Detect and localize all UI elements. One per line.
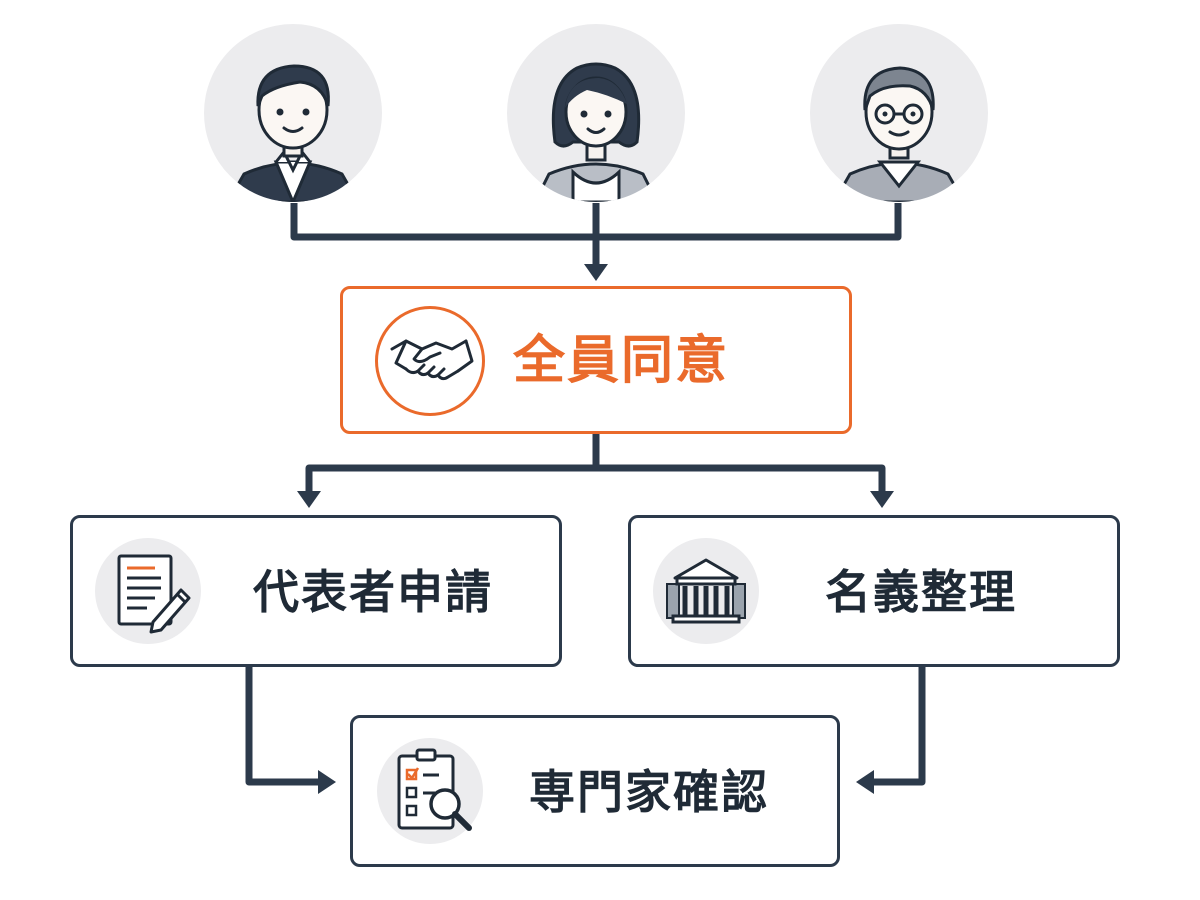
checklist-magnifier-icon (377, 738, 483, 844)
representative-application-label: 代表者申請 (253, 565, 493, 619)
arrowhead-right-branch (870, 491, 894, 508)
arrowhead-final-right (856, 770, 874, 794)
arrowhead-consensus (584, 264, 608, 281)
bank-building-icon (653, 538, 759, 644)
document-pen-icon (95, 538, 201, 644)
connector-right-to-final (870, 666, 926, 786)
consensus-label: 全員同意 (513, 331, 730, 391)
arrowhead-final-left (318, 770, 336, 794)
avatar-man-suit (204, 24, 382, 202)
representative-application-box: 代表者申請 (70, 515, 562, 667)
avatar-elder-glasses (810, 24, 988, 202)
title-transfer-box: 名義整理 (628, 515, 1120, 667)
handshake-icon (375, 306, 485, 416)
title-transfer-label: 名義整理 (825, 565, 1017, 619)
consensus-box: 全員同意 (340, 286, 852, 434)
arrowhead-left-branch (297, 491, 321, 508)
connector-left-to-final (245, 666, 322, 786)
expert-review-box: 専門家確認 (350, 715, 840, 867)
expert-review-label: 専門家確認 (529, 765, 769, 819)
connector-consensus-split (305, 432, 886, 495)
avatar-woman (507, 24, 685, 202)
